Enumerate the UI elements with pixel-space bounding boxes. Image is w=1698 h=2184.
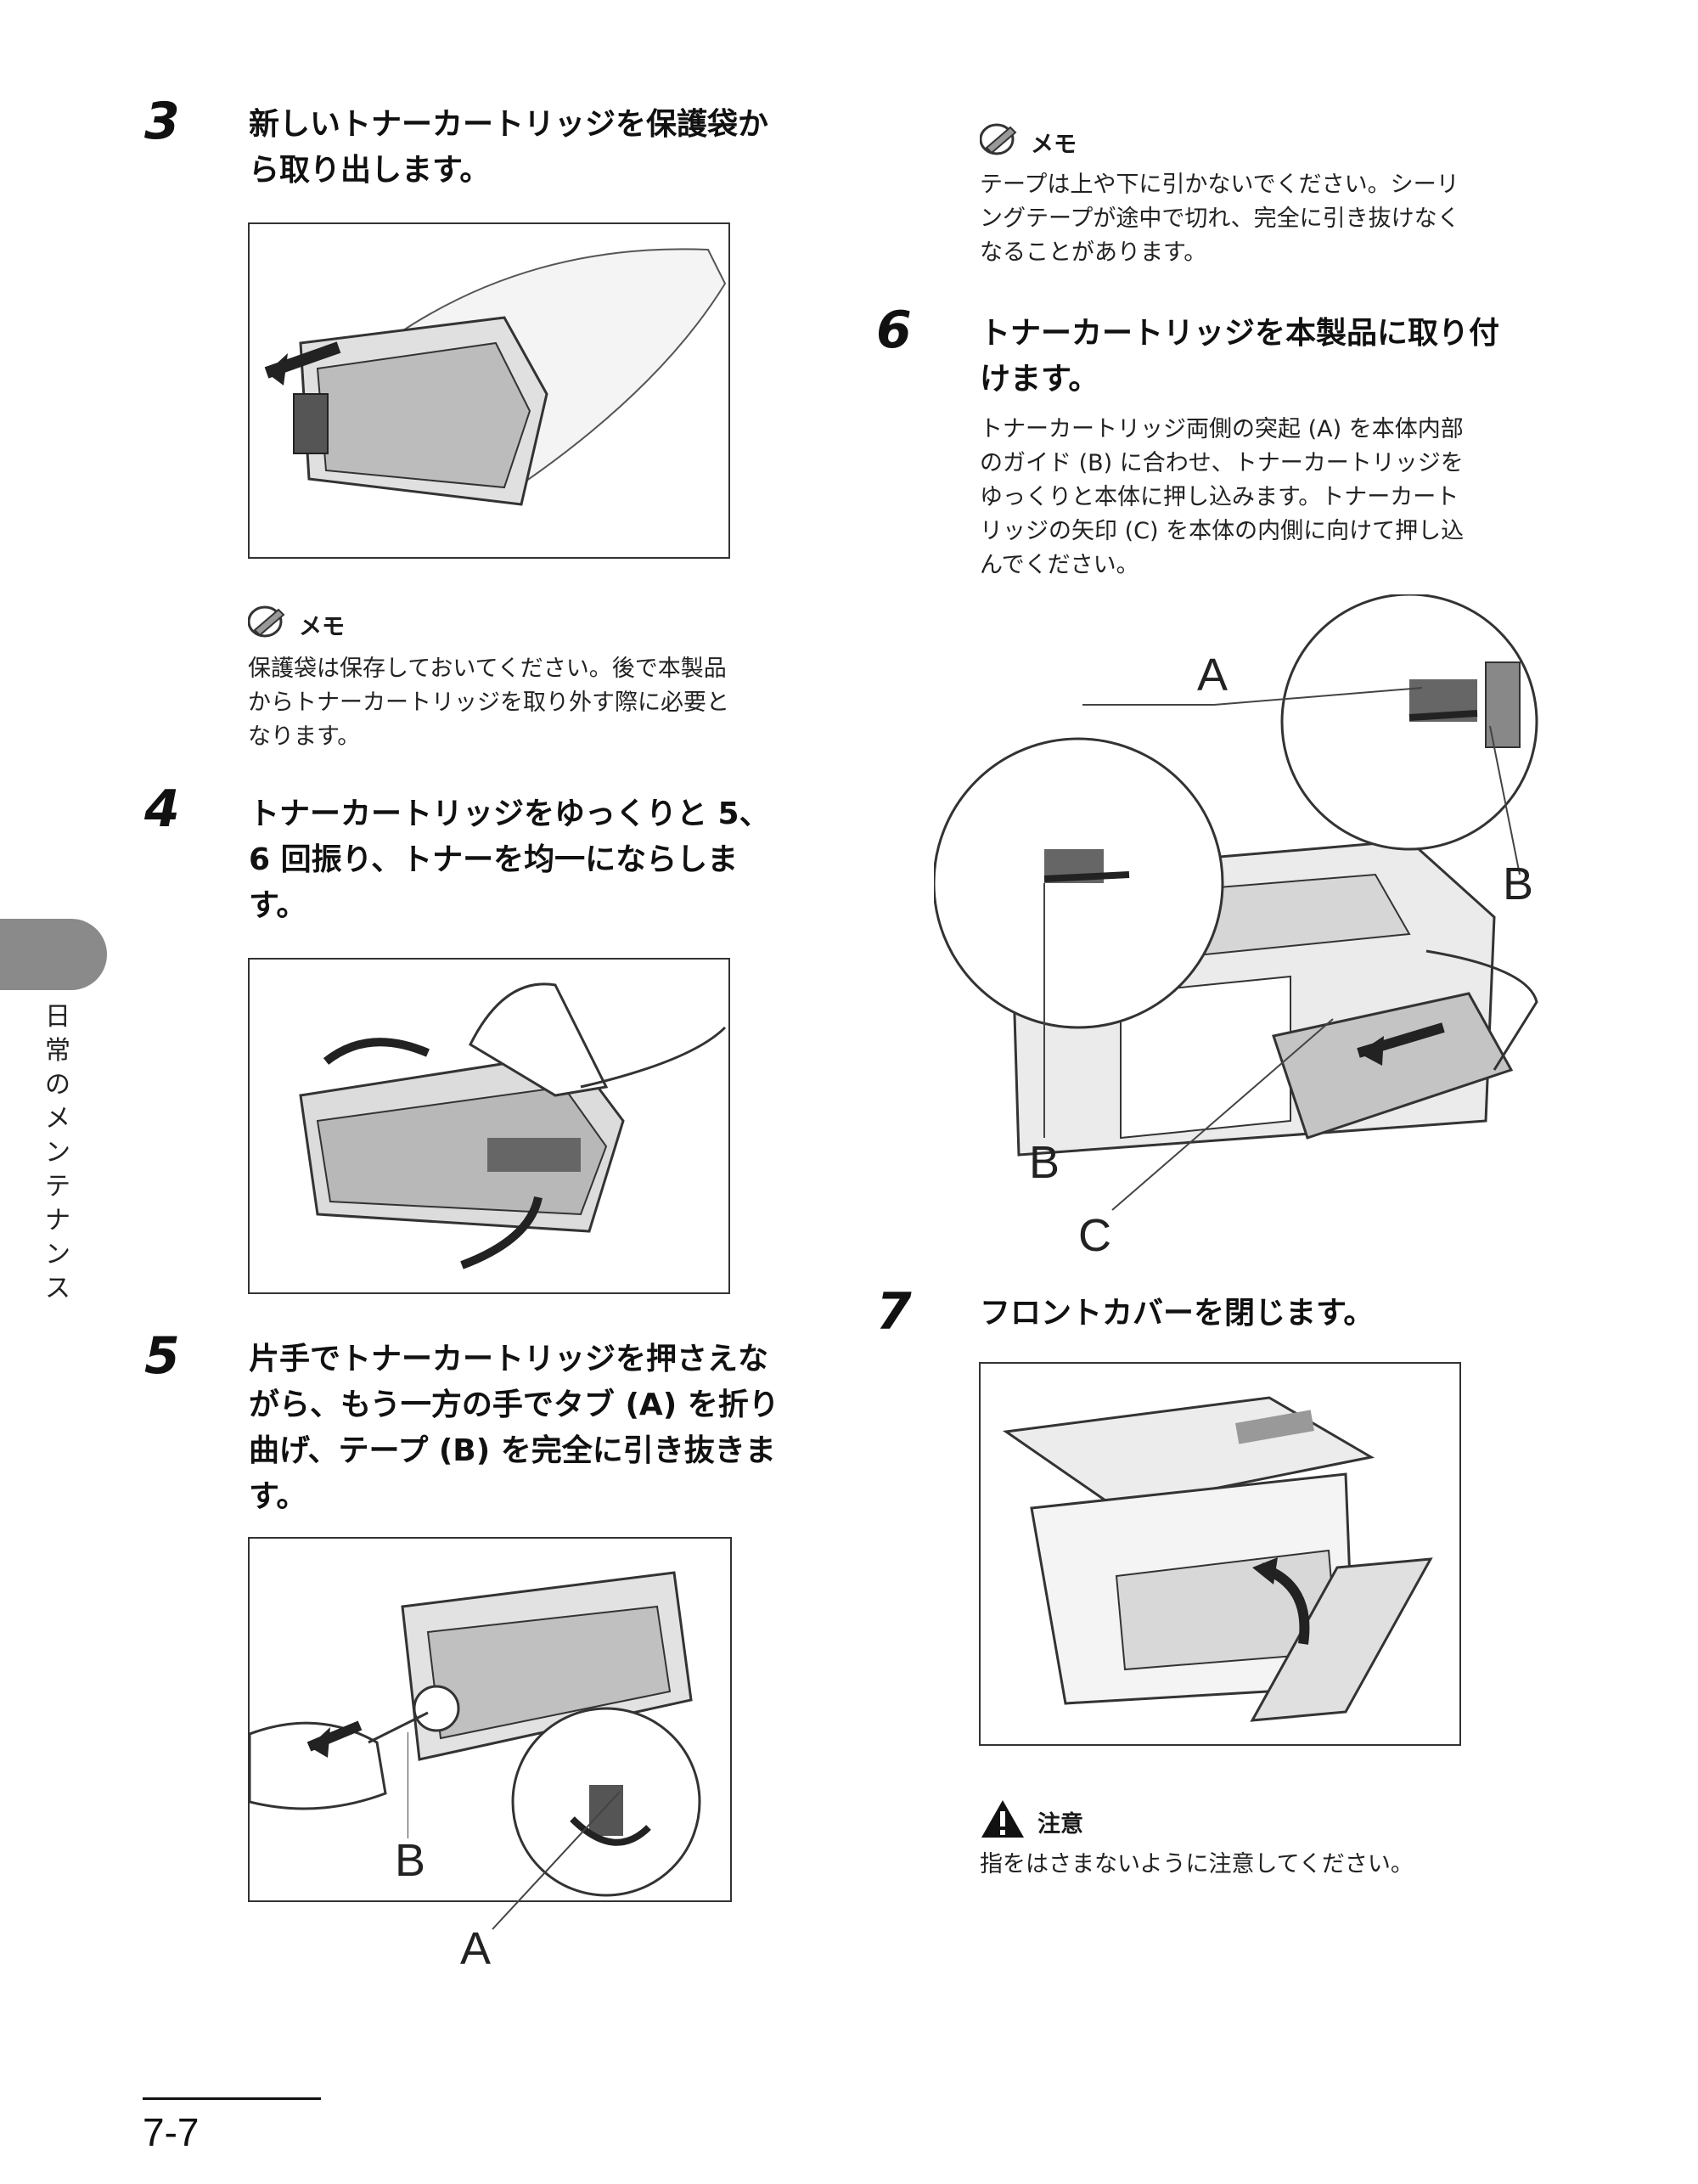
step-5-number: 5 (144, 1326, 180, 1386)
cartridge-in-bag-illustration (264, 248, 727, 506)
memo-2-label: メモ (1031, 132, 1077, 158)
pencil-icon (979, 122, 1019, 162)
step-7-number: 7 (876, 1282, 912, 1342)
callout-b-right-step6: B (1503, 858, 1534, 909)
callout-a-step5: A (460, 1923, 492, 1974)
figure-pull-tape (248, 1537, 732, 1902)
callout-b-left-step6: B (1029, 1137, 1060, 1188)
caution-heading: 注意 (980, 1798, 1083, 1845)
callout-lines-step5 (408, 1732, 621, 1930)
memo-2-text: テープは上や下に引かないでください。シーリ ングテープが途中で切れ、完全に引き抜… (980, 172, 1460, 266)
memo-1-label: メモ (299, 614, 345, 640)
figure-remove-from-bag (248, 222, 730, 559)
memo-1-heading: メモ (247, 605, 345, 645)
close-cover-illustration (1002, 1396, 1433, 1722)
chapter-tab (0, 919, 107, 990)
memo-1-text: 保護袋は保存しておいてください。後で本製品 からトナーカートリッジを取り外す際に… (248, 656, 729, 750)
install-cartridge-illustration (932, 593, 1538, 1211)
warning-icon (980, 1798, 1026, 1845)
page-number: 7-7 (143, 2110, 200, 2154)
shake-cartridge-illustration (299, 982, 727, 1269)
figure-install-cartridge (932, 593, 1562, 1274)
memo-2-heading: メモ (979, 122, 1077, 162)
chapter-tab-label: 日常のメンテナンス (45, 1002, 70, 1303)
step-3-number: 3 (144, 92, 180, 151)
pencil-icon (247, 605, 287, 645)
step-4-title: トナーカートリッジをゆっくりと 5、 6 回振り、トナーを均一にならしま す。 (249, 796, 770, 923)
pull-tape-illustration (250, 1571, 701, 1897)
figure-close-front-cover (979, 1362, 1461, 1746)
step-3-title: 新しいトナーカートリッジを保護袋か ら取り出します。 (249, 107, 769, 188)
step-6-title: トナーカートリッジを本製品に取り付 けます。 (980, 316, 1500, 397)
figure-shake-cartridge (248, 958, 730, 1294)
callout-b-step5: B (395, 1835, 426, 1886)
caution-text: 指をはさまないように注意してください。 (980, 1851, 1414, 1877)
step-5-title: 片手でトナーカートリッジを押さえな がら、もう一方の手でタブ (A) を折り 曲… (249, 1342, 779, 1514)
callout-c-step6: C (1078, 1210, 1111, 1261)
callout-a-step6: A (1197, 650, 1229, 701)
step-4-number: 4 (144, 780, 180, 839)
footer-rule (143, 2097, 321, 2100)
caution-label: 注意 (1037, 1811, 1083, 1838)
step-6-body: トナーカートリッジ両側の突起 (A) を本体内部 のガイド (B) に合わせ、ト… (980, 416, 1465, 578)
step-7-title: フロントカバーを閉じます。 (980, 1296, 1375, 1331)
step-6-number: 6 (876, 301, 912, 360)
